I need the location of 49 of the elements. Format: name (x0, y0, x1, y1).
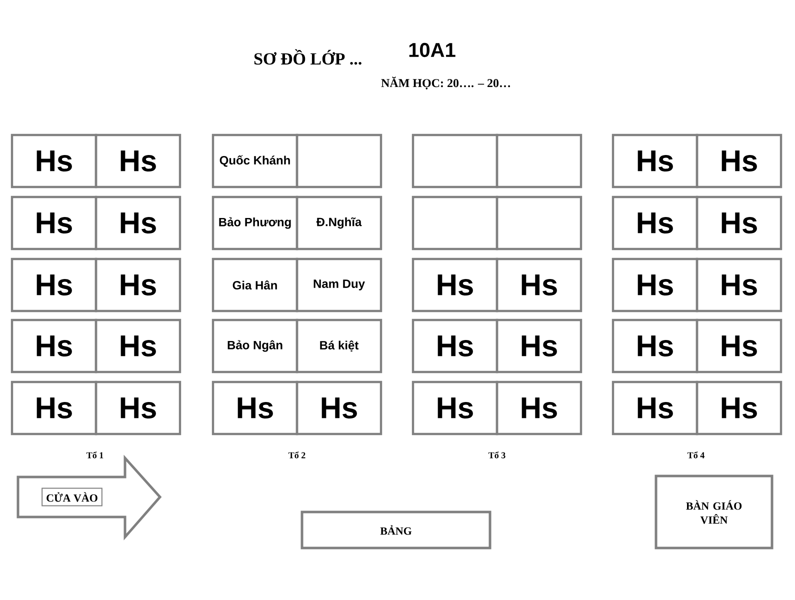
desk-seat (412, 196, 498, 250)
desk-seat: Hs (10, 318, 98, 374)
desk-seat: Hs (496, 318, 582, 374)
desk-seat: Hs (496, 258, 582, 312)
desk-seat (496, 134, 582, 188)
desk-seat: Quốc Khánh (212, 134, 298, 188)
teacher-desk-box: BÀN GIÁO VIÊN (654, 474, 774, 550)
desk-seat: Hs (212, 380, 298, 436)
desk-seat: Hs (10, 258, 98, 312)
desk-seat: Hs (696, 196, 782, 250)
desk-seat: Gia Hân (212, 258, 298, 312)
desk-seat: Hs (612, 318, 698, 374)
desk-seat: Nam Duy (296, 258, 382, 312)
desk-seat: Hs (412, 318, 498, 374)
desk-seat: Hs (94, 134, 182, 188)
subtitle: NĂM HỌC: 20…. – 20… (381, 76, 510, 90)
group-label: Tổ 1 (86, 452, 104, 458)
desk-seat: Hs (94, 258, 182, 312)
board-box: BẢNG (300, 510, 492, 550)
desk-seat: Bảo Phương (212, 196, 298, 250)
desk-seat: Hs (94, 196, 182, 250)
desk-seat: Hs (612, 134, 698, 188)
desk-seat: Hs (10, 196, 98, 250)
desk-seat (296, 134, 382, 188)
desk-seat: Hs (696, 258, 782, 312)
desk-seat: Hs (10, 134, 98, 188)
desk-seat: Hs (696, 380, 782, 436)
desk-seat: Hs (612, 196, 698, 250)
group-label: Tổ 2 (288, 452, 306, 458)
desk-seat: Hs (94, 318, 182, 374)
desk-seat: Hs (696, 134, 782, 188)
class-name: 10A1 (409, 42, 456, 58)
desk-seat: Hs (496, 380, 582, 436)
desk-seat: Hs (94, 380, 182, 436)
desk-seat: Hs (612, 258, 698, 312)
desk-seat: Hs (412, 258, 498, 312)
desk-seat (496, 196, 582, 250)
desk-seat: Hs (612, 380, 698, 436)
desk-seat: Hs (696, 318, 782, 374)
desk-seat (412, 134, 498, 188)
group-label: Tổ 4 (688, 452, 704, 458)
desk-seat: Hs (296, 380, 382, 436)
desk-seat: Đ.Nghĩa (296, 196, 382, 250)
desk-seat: Hs (412, 380, 498, 436)
group-label: Tổ 3 (488, 452, 506, 458)
desk-seat: Bá kiệt (296, 318, 382, 374)
desk-seat: Hs (10, 380, 98, 436)
desk-seat: Bảo Ngân (212, 318, 298, 374)
title: SƠ ĐỒ LỚP ... (254, 49, 362, 65)
